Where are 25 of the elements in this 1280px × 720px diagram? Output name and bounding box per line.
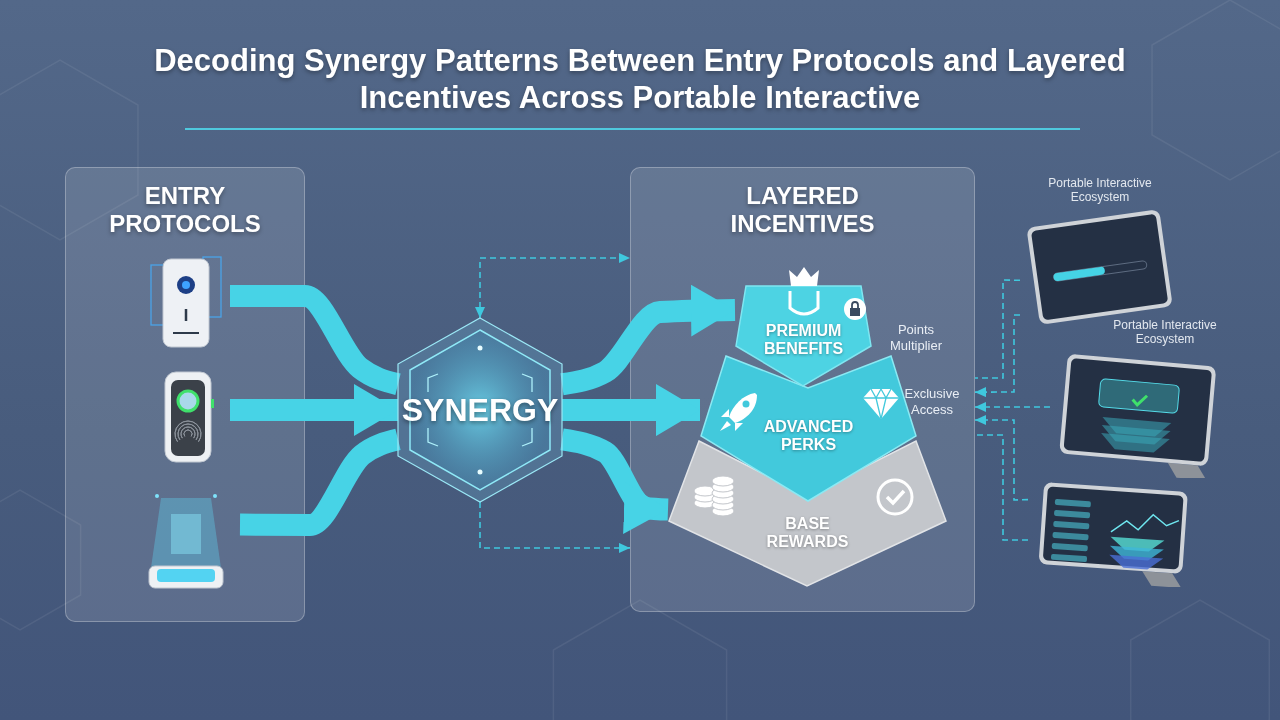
dashed-arrow <box>475 253 631 319</box>
device-caption: Portable Interactive Ecosystem <box>1047 176 1153 204</box>
diagram-title: Decoding Synergy Patterns Between Entry Protocols and Layered Incentives Across Portable Interactive <box>153 42 1127 116</box>
flow-arrow <box>562 384 700 437</box>
dashed-arrow <box>974 314 1021 398</box>
dashed-line <box>974 434 1029 541</box>
flow-arrow <box>560 428 669 535</box>
node-label: SYNERGY <box>400 391 560 429</box>
panel-card <box>630 167 975 612</box>
tier-label: BASE REWARDS <box>765 515 850 551</box>
flow-arrow <box>230 384 398 436</box>
side-note: Exclusive Access <box>903 386 961 418</box>
dashed-line <box>974 279 1021 379</box>
panel-heading: LAYERED INCENTIVES <box>729 182 876 238</box>
flow-band <box>230 285 401 395</box>
tier-label: PREMIUM BENEFITS <box>762 322 845 358</box>
panel-card <box>65 167 305 622</box>
device-caption: Portable Interactive Ecosystem <box>1112 318 1218 346</box>
side-note: Points Multiplier <box>889 322 943 354</box>
tier-label: ADVANCED PERKS <box>762 418 855 454</box>
flow-arrow <box>560 284 736 396</box>
dashed-arrow <box>974 402 1051 412</box>
dashed-arrow <box>974 415 1029 501</box>
panel-heading: ENTRY PROTOCOLS <box>108 182 262 238</box>
dashed-arrow <box>479 501 631 553</box>
